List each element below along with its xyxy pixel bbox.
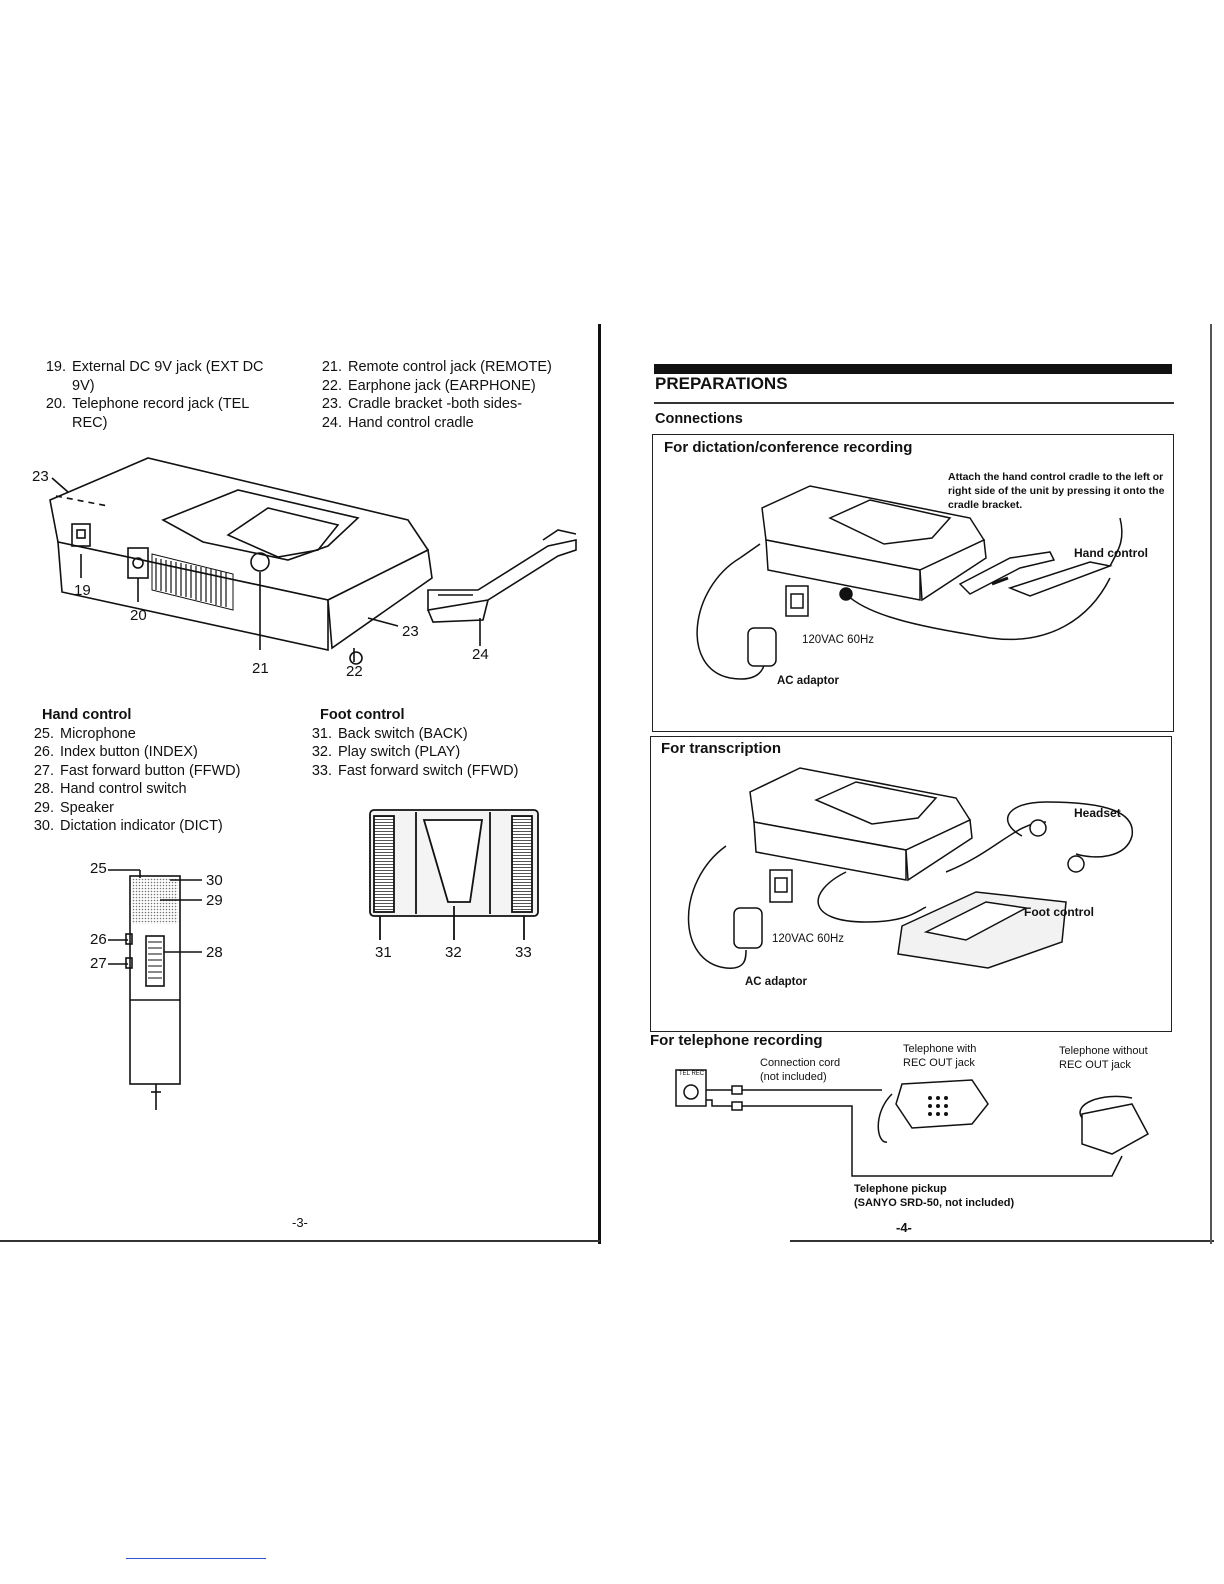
bottom-rule-right (790, 1240, 1214, 1242)
page-title: PREPARATIONS (655, 374, 788, 393)
list-item: 30. Dictation indicator (DICT) (33, 818, 223, 834)
list-item: 28. Hand control switch (33, 781, 187, 797)
callout-29: 29 (206, 892, 223, 909)
callout-25: 25 (90, 860, 107, 877)
list-item: 23. Cradle bracket -both sides- (321, 396, 523, 412)
page-number-right: -4- (896, 1220, 912, 1235)
callout-22: 22 (346, 663, 363, 680)
hand-control-heading: Hand control (42, 707, 132, 723)
callout-30: 30 (206, 872, 223, 889)
callout-27: 27 (90, 955, 107, 972)
list-item: 21. Remote control jack (REMOTE) (321, 359, 552, 375)
transcriber-unit-illustration (49, 457, 577, 665)
foot-control-list: Foot control 31. Back switch (BACK) 32. … (312, 706, 580, 780)
callout-24: 24 (472, 646, 489, 663)
callout-19: 19 (74, 582, 91, 599)
connection-cord-label: Connection cord (not included) (760, 1057, 841, 1083)
callout-28: 28 (206, 944, 223, 961)
foot-control-heading: Foot control (320, 707, 405, 723)
list-item: 20. Telephone record jack (TEL REC) (45, 396, 249, 431)
title-rule (654, 402, 1174, 404)
transcription-setup-illustration (687, 767, 1134, 969)
telephone-without-jack-label: Telephone without REC OUT jack (1059, 1045, 1148, 1071)
hand-control-label: Hand control (1074, 546, 1148, 560)
telephone-setup-illustration (675, 1069, 1150, 1177)
list-item: 24. Hand control cradle (321, 414, 474, 431)
title-bar (654, 364, 1172, 374)
power-label-dictation: 120VAC 60Hz (802, 634, 875, 646)
callout-23-side: 23 (402, 623, 419, 640)
power-label-transcription: 120VAC 60Hz (772, 933, 845, 945)
transcription-box-title: For transcription (661, 740, 782, 757)
page-number-left: -3- (292, 1215, 308, 1230)
list-item: 22. Earphone jack (EARPHONE) (321, 377, 536, 394)
transcription-box (650, 736, 1172, 1032)
callout-20: 20 (130, 607, 147, 624)
callout-32: 32 (445, 944, 462, 961)
bottom-rule-left (0, 1240, 600, 1242)
callout-26: 26 (90, 931, 107, 948)
foot-control-label: Foot control (1024, 905, 1094, 919)
adaptor-label-transcription: AC adaptor (745, 976, 807, 988)
callout-23-top: 23 (32, 468, 49, 485)
telephone-heading: For telephone recording (650, 1032, 823, 1049)
list-item: 31. Back switch (BACK) (311, 725, 468, 742)
headset-label: Headset (1074, 806, 1121, 820)
page-divider (598, 324, 601, 1244)
list-item: 19. External DC 9V jack (EXT DC 9V) (45, 359, 264, 394)
tel-rec-jack-label: TEL REC (679, 1071, 705, 1077)
list-item: 32. Play switch (PLAY) (311, 744, 461, 760)
dictation-box-title: For dictation/conference recording (664, 439, 913, 456)
list-item: 25. Microphone (33, 725, 136, 742)
callout-21: 21 (252, 660, 269, 677)
cradle-note: Attach the hand control cradle to the le… (948, 471, 1165, 511)
footer-link-line (126, 1558, 266, 1559)
parts-list-a: 19. External DC 9V jack (EXT DC 9V) 20. … (38, 358, 288, 432)
adaptor-label-dictation: AC adaptor (777, 675, 839, 687)
list-item: 26. Index button (INDEX) (33, 744, 198, 760)
list-item: 29. Speaker (33, 799, 115, 816)
list-item: 27. Fast forward button (FFWD) (33, 762, 241, 779)
section-heading: Connections (655, 411, 743, 427)
dictation-box (652, 434, 1174, 732)
telephone-pickup-label: Telephone pickup (SANYO SRD-50, not incl… (854, 1183, 1015, 1209)
telephone-with-jack-label: Telephone with REC OUT jack (903, 1043, 977, 1069)
callout-33: 33 (515, 944, 532, 961)
foot-control-illustration (369, 809, 539, 940)
hand-control-illustration (108, 869, 202, 1110)
parts-list-b: 21. Remote control jack (REMOTE) 22. Ear… (314, 358, 584, 432)
dictation-setup-illustration (696, 485, 1123, 680)
list-item: 33. Fast forward switch (FFWD) (311, 762, 519, 779)
callout-31: 31 (375, 944, 392, 961)
right-page-edge (1210, 324, 1212, 1244)
hand-control-list: Hand control 25. Microphone 26. Index bu… (34, 706, 302, 836)
